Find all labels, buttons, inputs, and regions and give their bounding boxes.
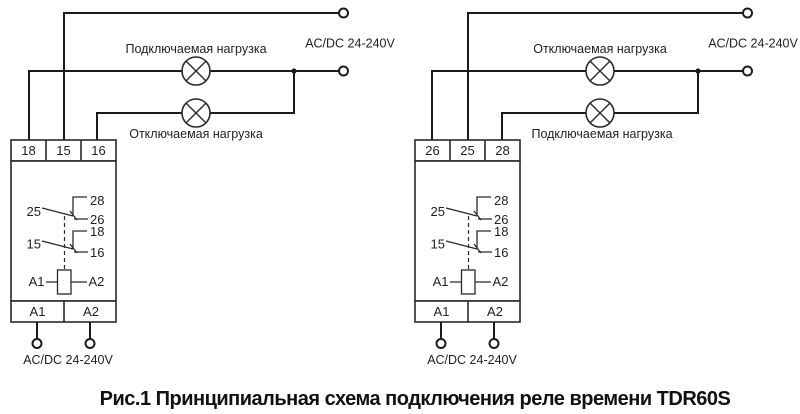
wire-load-bottom-left <box>96 112 182 140</box>
supply-terminal-icon <box>435 338 447 349</box>
wire-load-bottom-left <box>501 112 586 140</box>
figure-caption: Рис.1 Принципиальная схема подключения р… <box>99 387 731 410</box>
contact-arm-2 <box>445 240 482 254</box>
diagram-right: Отключаемая нагрузка Подключаемая нагруз… <box>414 7 798 367</box>
wire-load-top-left <box>431 70 586 140</box>
supply-wires-bottom <box>36 322 91 338</box>
coil-terminal-label: A2 <box>493 274 509 289</box>
supply-terminal-icon <box>488 338 500 349</box>
diagram-left: Подключаемая нагрузка Отключаемая нагруз… <box>10 7 395 367</box>
contact-number: 18 <box>494 224 508 239</box>
common-number: 15 <box>27 237 41 252</box>
supply-terminal-icon <box>338 7 349 19</box>
top-terminal-dividers <box>45 140 82 161</box>
supply-terminal-icon <box>338 65 349 77</box>
contact-number: 16 <box>90 245 104 260</box>
device-body <box>414 160 521 302</box>
terminal-label: A2 <box>83 304 99 319</box>
supply-terminal-icon <box>742 7 753 19</box>
terminal-label: 28 <box>495 143 509 158</box>
contact-number: 26 <box>494 212 508 227</box>
supply-voltage-label-bottom: AC/DC 24-240V <box>23 353 113 367</box>
top-terminal-dividers <box>449 140 486 161</box>
wiring-diagram-canvas: Подключаемая нагрузка Отключаемая нагруз… <box>10 7 798 367</box>
coil-terminal-label: A2 <box>89 274 105 289</box>
terminal-label: A2 <box>487 304 503 319</box>
coil: A1 A2 <box>29 269 105 295</box>
common-number: 25 <box>431 204 445 219</box>
supply-voltage-label-bottom: AC/DC 24-240V <box>427 353 517 367</box>
junction-dot <box>291 68 297 74</box>
contact-arm-1 <box>445 207 482 221</box>
wire-load-top-left <box>28 70 182 140</box>
contact-arm-2 <box>41 240 78 254</box>
common-number: 25 <box>27 204 41 219</box>
lamp-bottom-icon <box>585 98 615 128</box>
wire-supply-line1 <box>63 12 339 140</box>
lamp-bottom-label: Подключаемая нагрузка <box>531 127 672 141</box>
coil-terminal-label: A1 <box>433 274 449 289</box>
terminal-label: 16 <box>91 143 105 158</box>
contact-number: 18 <box>90 224 104 239</box>
terminal-label: 15 <box>56 143 70 158</box>
supply-terminal-icon <box>84 338 96 349</box>
terminal-label: A1 <box>434 304 450 319</box>
contact-number: 28 <box>494 193 508 208</box>
contact-arm-1 <box>41 207 78 221</box>
wire-load-bottom-right <box>210 72 295 114</box>
device-body <box>10 160 117 302</box>
internal-contacts: 28 26 18 16 25 15 <box>431 193 508 270</box>
internal-contacts: 28 26 18 16 25 15 <box>27 193 104 270</box>
wire-load-bottom-right <box>614 72 699 114</box>
terminal-label: A1 <box>30 304 46 319</box>
contact-number: 16 <box>494 245 508 260</box>
coil: A1 A2 <box>433 269 509 295</box>
lamp-top-icon <box>181 56 211 86</box>
lamp-bottom-label: Отключаемая нагрузка <box>129 127 263 141</box>
supply-terminal-icon <box>31 338 43 349</box>
lamp-top-icon <box>585 56 615 86</box>
coil-terminal-label: A1 <box>29 274 45 289</box>
lamp-bottom-icon <box>181 98 211 128</box>
wire-supply-line1 <box>467 12 743 140</box>
supply-wires-bottom <box>440 322 495 338</box>
contact-number: 26 <box>90 212 104 227</box>
contact-number: 28 <box>90 193 104 208</box>
supply-voltage-label-top: AC/DC 24-240V <box>305 37 395 51</box>
lamp-top-label: Подключаемая нагрузка <box>125 42 266 56</box>
lamp-top-label: Отключаемая нагрузка <box>533 42 667 56</box>
junction-dot <box>695 68 701 74</box>
supply-voltage-label-top: AC/DC 24-240V <box>708 37 798 51</box>
terminal-label: 18 <box>21 143 35 158</box>
supply-terminal-icon <box>742 65 753 77</box>
common-number: 15 <box>431 237 445 252</box>
terminal-label: 25 <box>460 143 474 158</box>
terminal-label: 26 <box>425 143 439 158</box>
